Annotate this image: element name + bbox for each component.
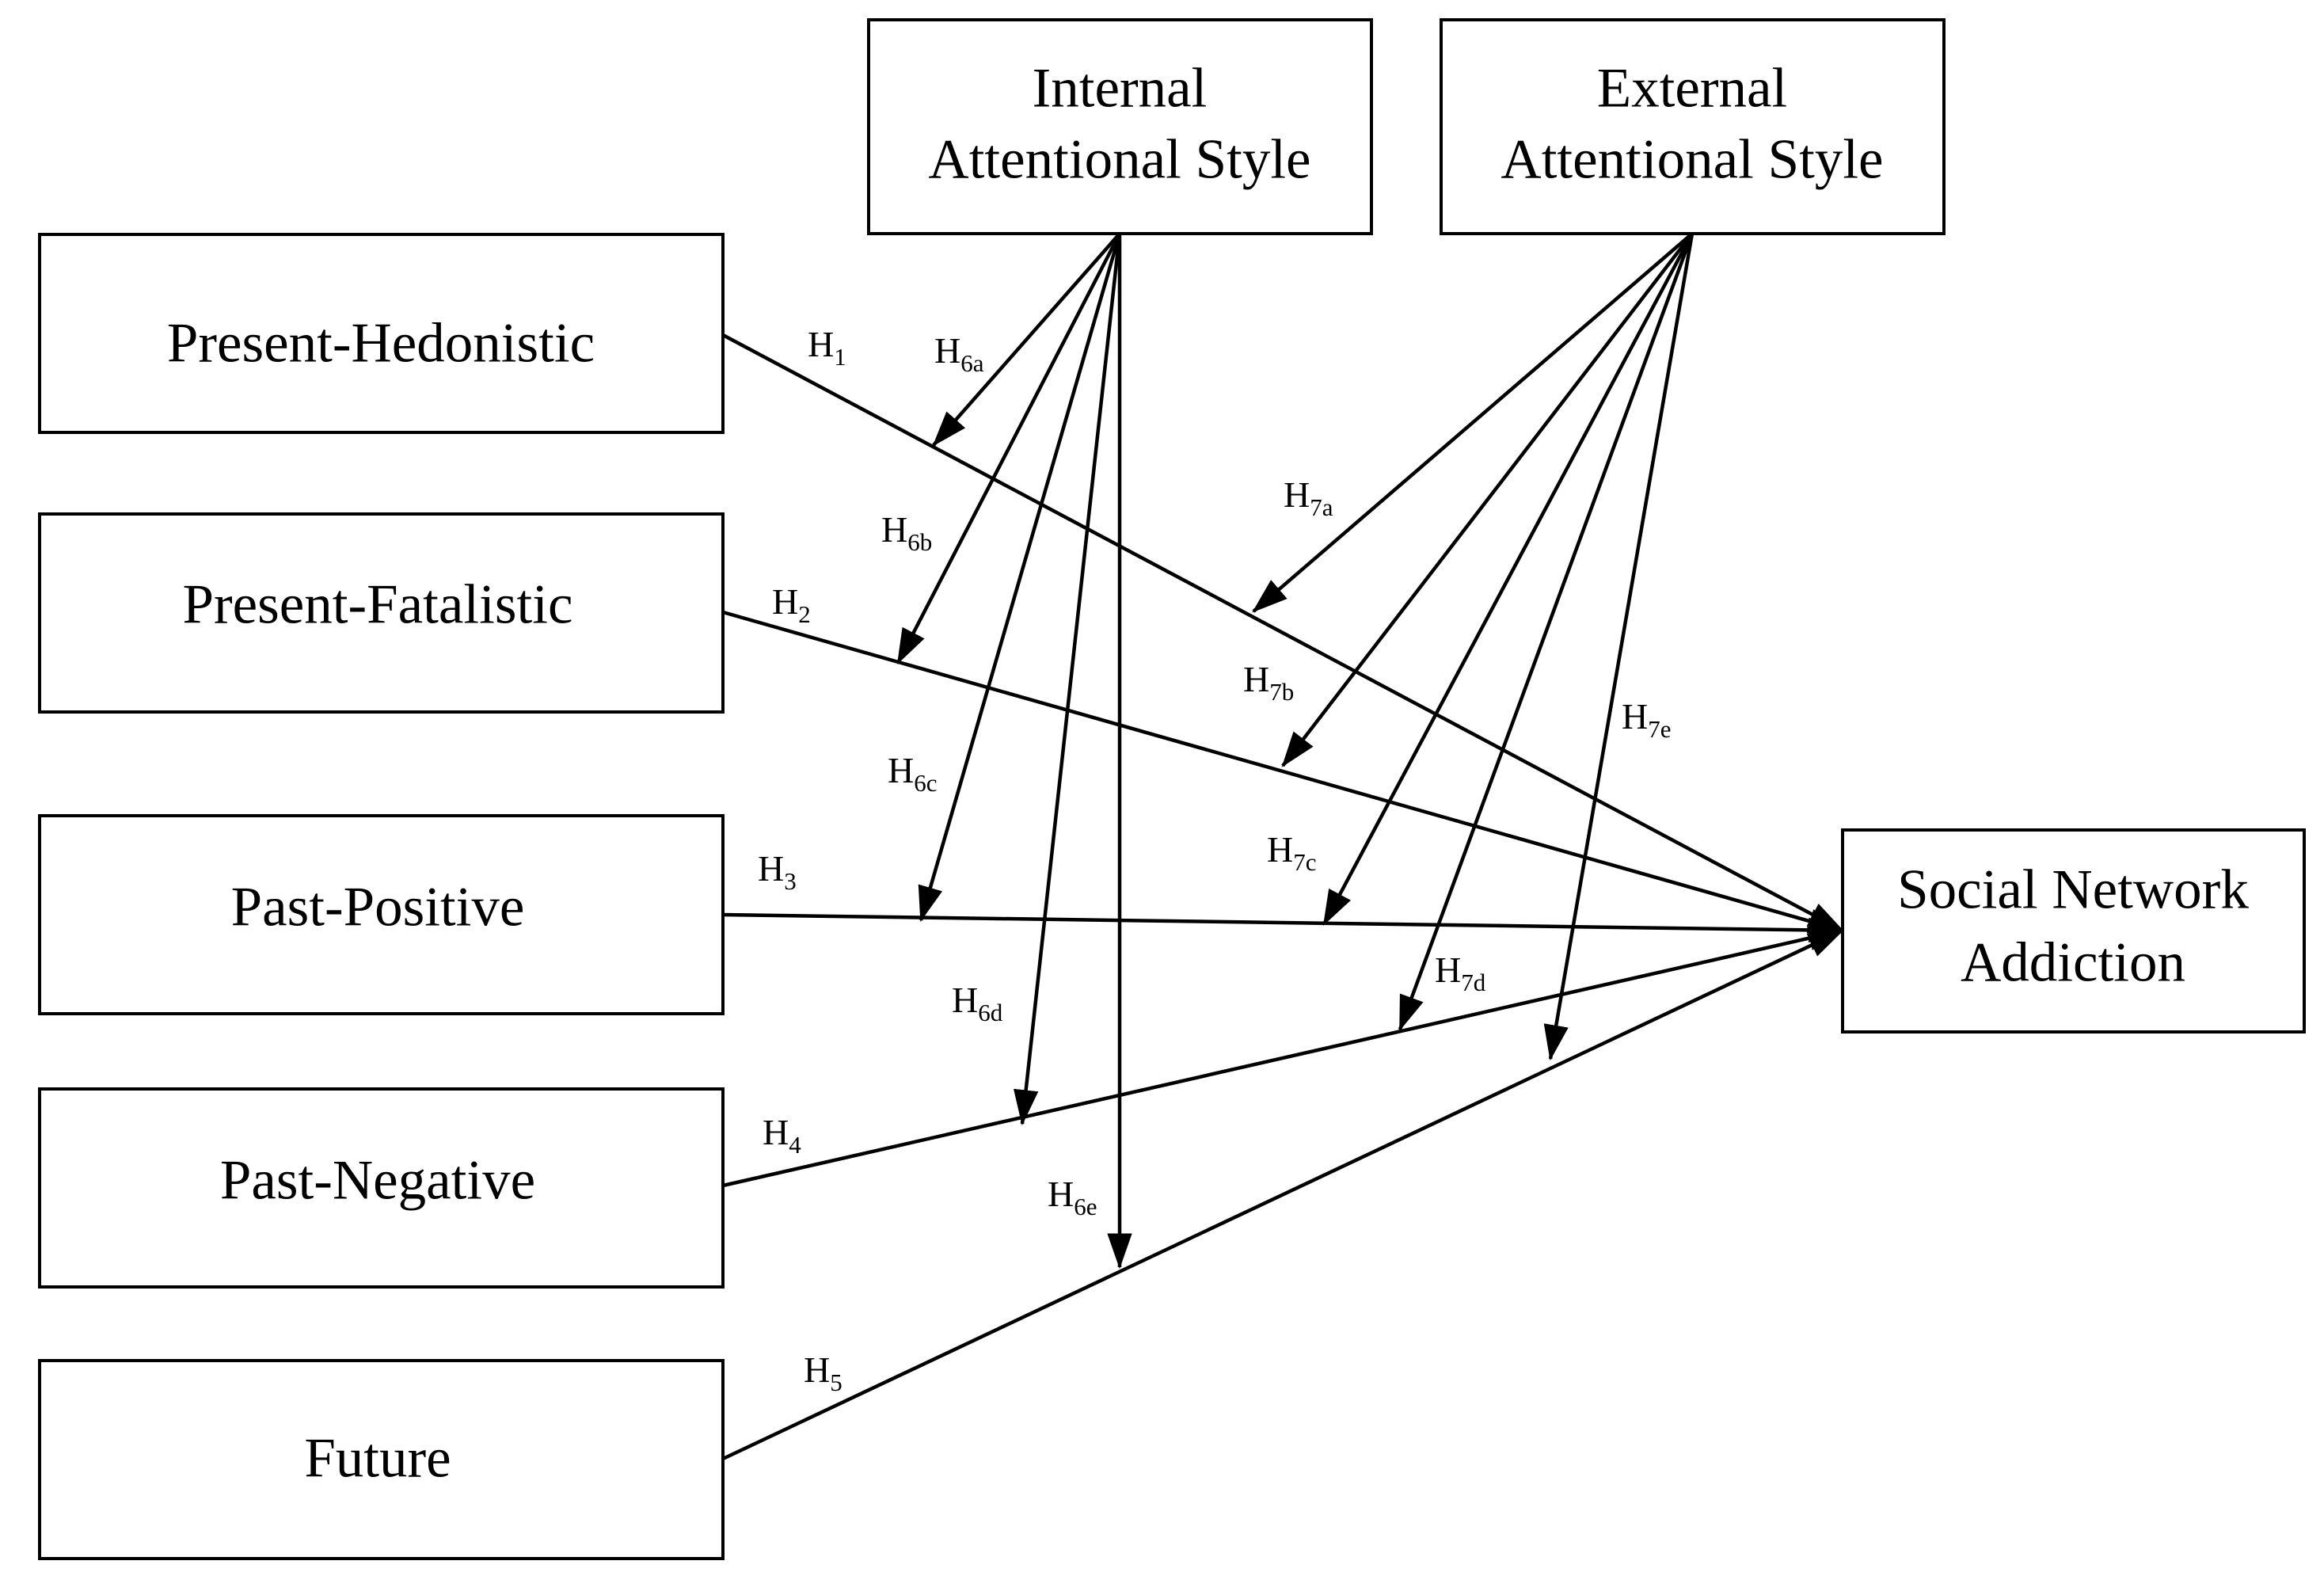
path-h6a-internal-moderation — [932, 232, 1121, 447]
hypothesis-label-h7e: H7e — [1622, 696, 1672, 743]
hypothesis-label-h5: H5 — [804, 1349, 842, 1396]
moderator-label-external-line1: External — [1597, 57, 1788, 119]
predictor-label-present-fatalistic: Present-Fatalistic — [183, 573, 573, 635]
predictor-box-past-positive: Past-Positive — [38, 814, 725, 1015]
hypothesis-label-h7a: H7a — [1284, 474, 1333, 521]
path-h7a-external-moderation — [1252, 232, 1694, 613]
moderator-label-internal-line2: Attentional Style — [928, 128, 1310, 190]
hypothesis-label-h2: H2 — [772, 581, 811, 628]
hypothesis-label-h6a: H6a — [934, 330, 984, 377]
hypothesis-label-h7d: H7d — [1435, 950, 1486, 996]
moderator-label-external-line2: Attentional Style — [1501, 128, 1883, 190]
predictor-label-past-positive: Past-Positive — [231, 876, 525, 938]
path-h7b-external-moderation — [1281, 232, 1694, 767]
hypothesis-label-h6b: H6b — [881, 509, 932, 556]
predictor-box-present-hedonistic: Present-Hedonistic — [38, 233, 725, 434]
predictor-label-past-negative: Past-Negative — [220, 1149, 535, 1211]
path-h7d-external-moderation — [1398, 233, 1695, 1032]
hypothesis-label-h6e: H6e — [1048, 1174, 1097, 1220]
path-h5-future-to-addiction — [722, 928, 1845, 1461]
hypothesis-label-h6d: H6d — [952, 980, 1003, 1026]
hypothesis-label-h7b: H7b — [1243, 659, 1294, 706]
predictor-box-past-negative: Past-Negative — [38, 1087, 725, 1289]
path-h6c-internal-moderation — [918, 233, 1122, 923]
path-h6b-internal-moderation — [896, 232, 1121, 664]
hypothesis-label-h6c: H6c — [888, 750, 938, 797]
outcome-label-line2: Addiction — [1961, 931, 2185, 993]
path-h7e-external-moderation — [1543, 233, 1695, 1061]
hypothesis-label-h3: H3 — [758, 848, 797, 895]
hypothesis-label-h7c: H7c — [1267, 829, 1317, 876]
predictor-box-present-fatalistic: Present-Fatalistic — [38, 512, 725, 714]
predictor-label-future: Future — [304, 1427, 451, 1489]
path-h1-present-hedonistic-to-addiction — [721, 333, 1844, 932]
hypothesis-label-h1: H1 — [808, 324, 846, 371]
path-h6d-internal-moderation — [1013, 233, 1122, 1126]
outcome-label-line1: Social Network — [1897, 858, 2249, 920]
moderator-box-external-attentional-style: External Attentional Style — [1440, 18, 1946, 235]
path-h2-present-fatalistic-to-addiction — [722, 610, 1845, 934]
outcome-box-social-network-addiction: Social Network Addiction — [1841, 828, 2306, 1034]
predictor-label-present-hedonistic: Present-Hedonistic — [167, 312, 595, 374]
predictor-box-future: Future — [38, 1359, 725, 1560]
path-h3-past-positive-to-addiction — [722, 912, 1845, 943]
hypothesis-label-h4: H4 — [763, 1112, 801, 1159]
path-h7c-external-moderation — [1322, 232, 1694, 926]
moderator-box-internal-attentional-style: Internal Attentional Style — [867, 18, 1373, 235]
moderator-label-internal-line1: Internal — [1033, 57, 1208, 119]
path-h4-past-negative-to-addiction — [722, 926, 1845, 1188]
